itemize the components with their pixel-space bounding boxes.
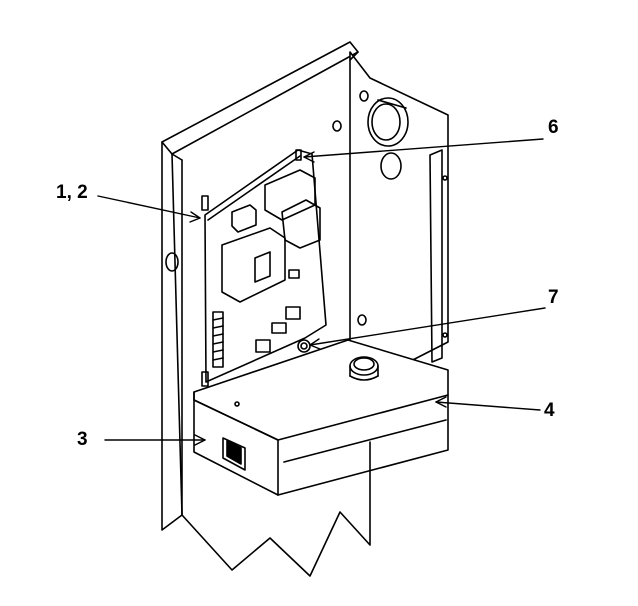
circuit-board xyxy=(201,149,327,387)
side-panel xyxy=(332,51,449,393)
leader-1-2 xyxy=(97,195,201,219)
knockout-fitting xyxy=(367,97,409,147)
component-small xyxy=(255,339,271,353)
rocker-switch xyxy=(222,437,246,471)
transformer xyxy=(221,227,286,303)
break-line xyxy=(181,441,371,577)
leader-lines xyxy=(97,138,546,446)
callout-7: 7 xyxy=(548,287,559,308)
back-panel xyxy=(161,41,371,577)
switch-enclosure xyxy=(193,339,449,496)
leader-4 xyxy=(435,401,541,411)
conduit-fitting xyxy=(349,356,379,381)
component-small xyxy=(231,204,257,233)
callout-1-2: 1, 2 xyxy=(56,182,88,203)
terminal-strip xyxy=(212,311,224,368)
knockout-hole xyxy=(380,152,402,180)
leader-7 xyxy=(309,307,546,346)
standoff-nut xyxy=(297,339,311,353)
leader-6 xyxy=(303,138,544,158)
callout-4: 4 xyxy=(544,400,555,421)
callout-6: 6 xyxy=(548,117,559,138)
mounting-hole xyxy=(165,252,179,272)
callout-3: 3 xyxy=(77,429,88,450)
